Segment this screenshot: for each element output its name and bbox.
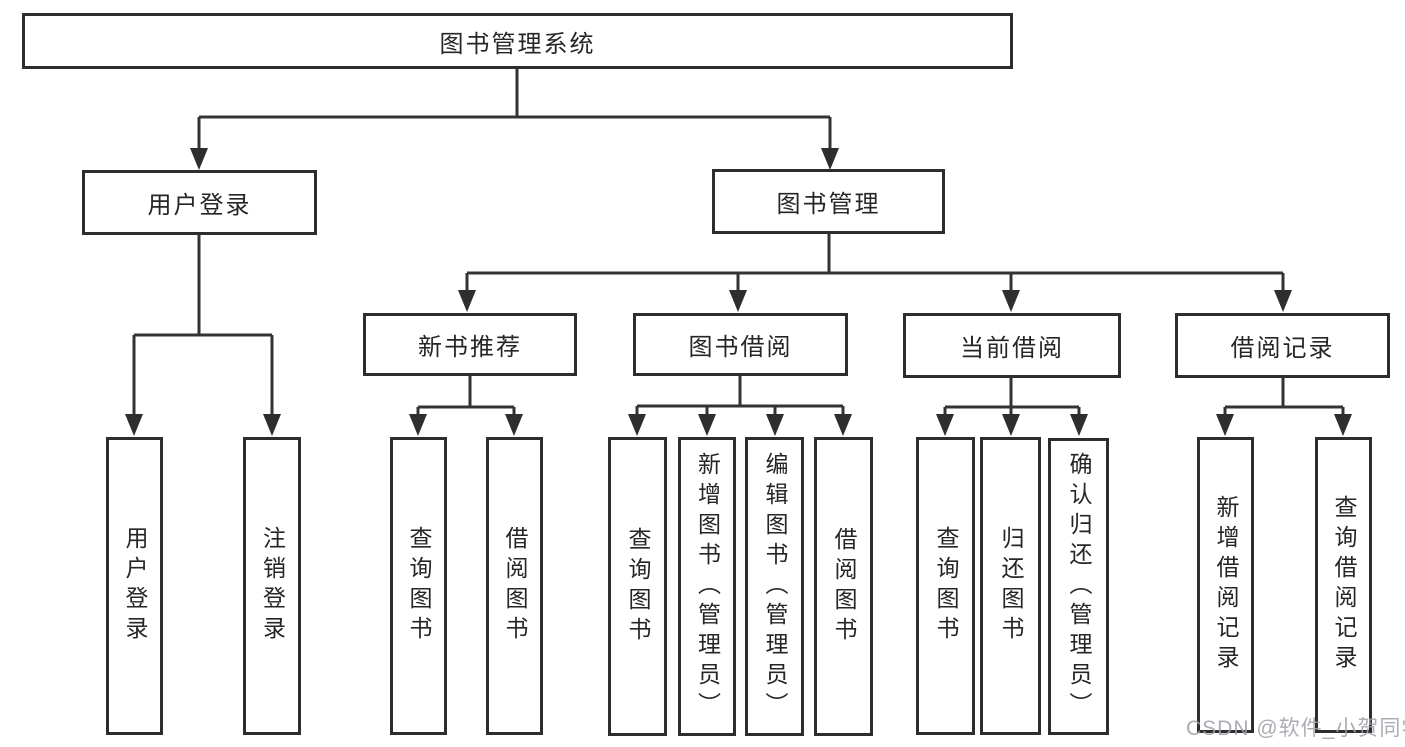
- node-borrow-records-label: 借阅记录: [1230, 335, 1335, 362]
- node-borrow-edit-books-admin-label: 编辑图书（管理员）: [762, 451, 788, 722]
- edge-borrow-records-to-children: [1216, 378, 1352, 436]
- node-root-label: 图书管理系统: [439, 30, 596, 58]
- node-book-management: 图书管理: [712, 169, 945, 234]
- node-user-login: 用户登录: [82, 170, 317, 235]
- node-logout: 注销登录: [243, 437, 301, 735]
- node-borrow-query-books-label: 查询图书: [625, 526, 651, 647]
- node-current-return-books: 归还图书: [980, 437, 1041, 735]
- edge-current-borrow-to-children: [936, 378, 1088, 436]
- node-borrow-edit-books-admin: 编辑图书（管理员）: [745, 437, 804, 736]
- node-borrow-add-books-admin-label: 新增图书（管理员）: [694, 451, 721, 722]
- node-newbook-borrow-books-label: 借阅图书: [502, 526, 528, 646]
- node-borrow-borrow-books: 借阅图书: [814, 437, 873, 736]
- node-borrow-add-books-admin: 新增图书（管理员）: [678, 437, 736, 736]
- node-records-add-record: 新增借阅记录: [1197, 437, 1254, 733]
- node-newbook-query-books-label: 查询图书: [406, 526, 432, 646]
- node-current-confirm-return-admin-label: 确认归还（管理员）: [1066, 451, 1092, 722]
- node-book-borrow: 图书借阅: [633, 313, 848, 376]
- node-newbook-borrow-books: 借阅图书: [486, 437, 543, 735]
- node-borrow-query-books: 查询图书: [608, 437, 667, 736]
- node-logout-label: 注销登录: [259, 526, 286, 646]
- node-records-query-record-label: 查询借阅记录: [1331, 495, 1357, 675]
- node-root: 图书管理系统: [22, 13, 1013, 69]
- node-current-borrow-label: 当前借阅: [960, 335, 1064, 362]
- node-borrow-records: 借阅记录: [1175, 313, 1390, 378]
- edge-root-to-level2: [190, 69, 839, 170]
- node-book-borrow-label: 图书借阅: [688, 334, 793, 361]
- node-current-query-books-label: 查询图书: [933, 526, 959, 646]
- node-current-query-books: 查询图书: [916, 437, 975, 735]
- node-current-return-books-label: 归还图书: [998, 526, 1024, 646]
- node-current-confirm-return-admin: 确认归还（管理员）: [1048, 438, 1109, 735]
- node-user-login-label: 用户登录: [147, 192, 252, 219]
- node-borrow-borrow-books-label: 借阅图书: [831, 526, 857, 647]
- node-records-add-record-label: 新增借阅记录: [1213, 495, 1239, 675]
- node-new-book-recommend: 新书推荐: [363, 313, 577, 376]
- edge-book-borrow-to-children: [628, 376, 852, 436]
- node-user-login-action: 用户登录: [106, 437, 163, 735]
- edge-new-book-recommend-to-children: [409, 376, 523, 436]
- node-records-query-record: 查询借阅记录: [1315, 437, 1372, 733]
- watermark: CSDN @软件_小贺同学: [1186, 717, 1405, 740]
- edge-book-management-to-level3: [458, 234, 1292, 312]
- node-current-borrow: 当前借阅: [903, 313, 1121, 378]
- node-new-book-recommend-label: 新书推荐: [418, 334, 522, 361]
- node-user-login-action-label: 用户登录: [122, 526, 148, 646]
- edge-user-login-to-children: [125, 235, 281, 436]
- node-book-management-label: 图书管理: [776, 191, 881, 218]
- node-newbook-query-books: 查询图书: [390, 437, 447, 735]
